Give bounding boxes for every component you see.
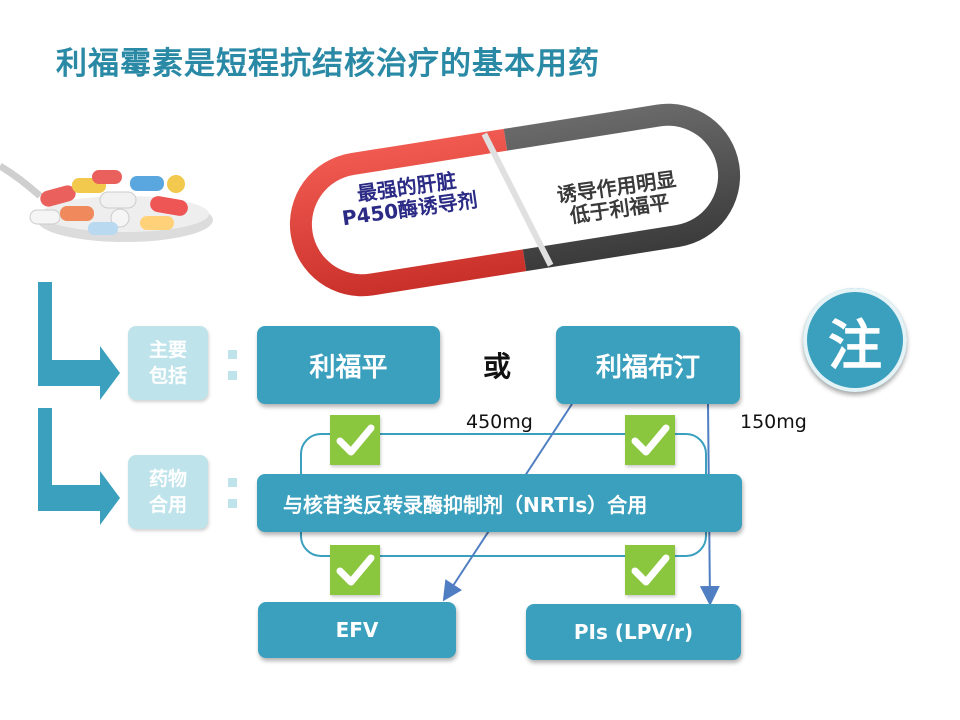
page-title: 利福霉素是短程抗结核治疗的基本用药 — [56, 46, 600, 82]
check-icon — [625, 415, 675, 465]
or-label: 或 — [483, 350, 512, 383]
efv-box: EFV — [258, 602, 456, 658]
check-icon — [330, 545, 380, 595]
tag-main-line1: 主要 — [148, 339, 187, 361]
tag-combo-line1: 药物 — [148, 468, 187, 490]
pis-box: PIs (LPV/r) — [526, 604, 741, 660]
tag-drug-combo: 药物 合用 — [128, 455, 208, 529]
check-icon — [330, 415, 380, 465]
dose-rifabutin: 150mg — [740, 411, 807, 433]
tag-main-include: 主要 包括 — [128, 326, 208, 400]
nrti-combo-box: 与核苷类反转录酶抑制剂（NRTIs）合用 — [257, 474, 742, 532]
rifabutin-box: 利福布汀 — [556, 326, 740, 404]
tag-main-line2: 包括 — [148, 365, 187, 387]
colon-2 — [228, 478, 237, 508]
colon-1 — [228, 350, 237, 380]
dose-rifampicin: 450mg — [466, 411, 533, 433]
note-badge[interactable]: 注 — [803, 288, 907, 392]
pills-spoon-image — [0, 162, 213, 242]
rifampicin-box: 利福平 — [257, 326, 440, 404]
check-icon — [625, 545, 675, 595]
tag-combo-line2: 合用 — [148, 494, 187, 516]
